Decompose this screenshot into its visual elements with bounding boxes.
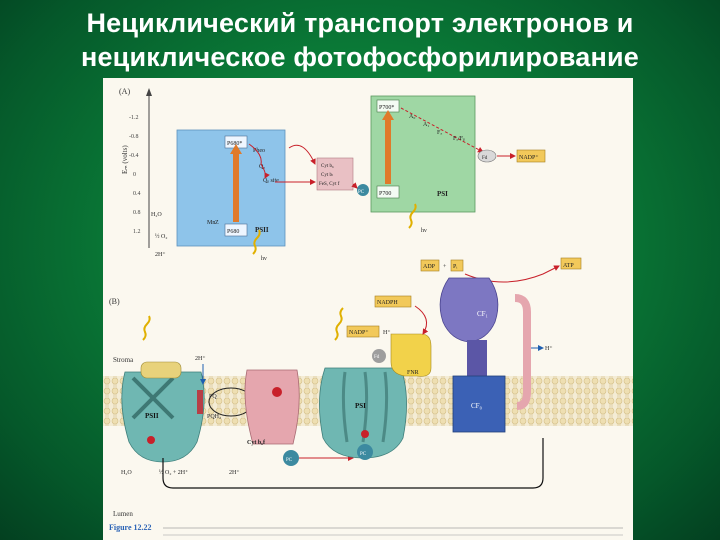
nadph: NADPH — [377, 300, 398, 306]
psii-excitation-arrow — [233, 150, 239, 222]
p700: P700 — [379, 191, 391, 197]
tick-label: 0.8 — [133, 210, 141, 216]
figure-caption: Figure 12.22 — [109, 523, 152, 532]
two-h: 2H⁺ — [155, 251, 166, 258]
pqh2-label: PQH₂ — [207, 414, 221, 420]
fnr-b: FNR — [407, 370, 419, 376]
pc-b2: PC — [360, 452, 367, 457]
water-b: H₂O — [121, 470, 132, 476]
cf0-label: CF₀ — [471, 402, 483, 410]
fd-b: Fd — [374, 355, 380, 360]
tick-label: 0 — [133, 172, 136, 178]
cf1-complex — [440, 278, 498, 342]
slide-title: Нециклический транспорт электронов и нец… — [0, 6, 720, 74]
tick-label: -0.4 — [129, 153, 139, 159]
p680-excited: P680* — [227, 141, 242, 147]
a1: A₁ — [423, 122, 429, 128]
psi-b-label: PSI — [355, 402, 366, 410]
cytb6f-label: Cyt b₆f — [247, 440, 266, 446]
slide-title-line-2: нециклическое фотофосфорилирование — [0, 40, 720, 74]
atp: ATP — [563, 263, 574, 269]
fd: Fd — [482, 156, 488, 161]
psii-label: PSII — [255, 226, 269, 234]
o2-b: ½ O₂ + 2H⁺ — [159, 469, 188, 476]
slide-title-line-1: Нециклический транспорт электронов и — [0, 6, 720, 40]
two-h-lumen: 2H⁺ — [229, 469, 240, 476]
pc-b: PC — [286, 458, 293, 463]
hv-psii: hν — [261, 256, 267, 262]
plus-sign: + — [443, 264, 447, 270]
tick-label: -0.8 — [129, 134, 139, 140]
tick-label: 0.4 — [133, 191, 141, 197]
pi: Pᵢ — [453, 264, 457, 270]
pq-label: PQ — [209, 394, 217, 400]
tick-label: -1.2 — [129, 115, 139, 121]
h-plus-synthase: H⁺ — [545, 345, 553, 352]
p680: P680 — [227, 229, 239, 235]
hv-psi: hν — [421, 228, 427, 234]
axis-label: Eₘ (volts) — [121, 145, 129, 174]
a0: A₀ — [409, 114, 415, 120]
cyt-line-3: FeS, Cyt f — [319, 182, 340, 187]
cf1-label: CF₁ — [477, 310, 488, 318]
nadp-b: NADP⁺ — [349, 329, 369, 336]
cytb6f-complex — [245, 370, 299, 444]
tick-label: 1.2 — [133, 229, 141, 235]
z: Z — [215, 220, 219, 226]
light-wave-b2 — [335, 308, 343, 340]
pc: PC — [358, 190, 365, 195]
lumen-label: Lumen — [113, 510, 133, 518]
fx: Fₓ — [437, 130, 442, 136]
figure-image: (A) Eₘ (volts) -1.2 -0.8 -0.4 0 0.4 0.8 … — [103, 78, 633, 540]
psi-excitation-arrow — [385, 116, 391, 184]
panel-a-label: (A) — [119, 87, 130, 96]
adp: ADP — [423, 264, 436, 270]
o2: ½ O₂ — [155, 233, 167, 240]
light-wave-b1 — [143, 316, 150, 340]
cf-stalk — [467, 340, 487, 376]
p700-excited: P700* — [379, 105, 394, 111]
stroma-label: Stroma — [113, 356, 134, 364]
panel-b-label: (B) — [109, 297, 120, 306]
electron-dot — [147, 436, 155, 444]
qb: Qᵦ site — [263, 178, 279, 184]
h2o: H₂O — [151, 212, 162, 218]
nadp-a: NADP⁺ — [519, 154, 539, 161]
psii-b-label: PSII — [145, 412, 159, 420]
two-h-stroma: 2H⁺ — [195, 355, 206, 362]
psi-label: PSI — [437, 190, 448, 198]
h-plus-b: H⁺ — [383, 329, 391, 336]
figure-diagram: (A) Eₘ (volts) -1.2 -0.8 -0.4 0 0.4 0.8 … — [103, 78, 633, 540]
cyt-line-2: Cyt bₗ — [321, 173, 333, 178]
cyt-line-1: Cyt b₆ — [321, 164, 334, 169]
fb: Fₐ/Fᵦ — [453, 136, 465, 142]
